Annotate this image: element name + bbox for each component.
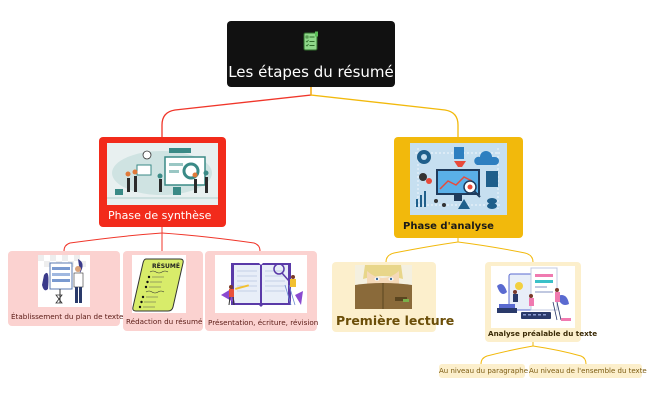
subtopic-presentation-ecriture[interactable]: Présentation, écriture, révision (205, 251, 319, 331)
planning-board-illustration (38, 255, 90, 307)
subtopic-label: Établissement du plan de texte (11, 312, 124, 321)
subtopic-label: Première lecture (336, 313, 455, 328)
subtopic-analyse-prealable[interactable]: Analyse préalable du texte (485, 262, 597, 342)
root-topic[interactable]: Les étapes du résumé (227, 21, 395, 87)
topic-phase-synthese[interactable]: Phase de synthèse (99, 137, 226, 227)
data-analysis-illustration (410, 143, 507, 215)
subtopic-premiere-lecture[interactable]: Première lecture (332, 262, 454, 332)
topic-label: Phase d'analyse (403, 221, 494, 232)
open-book-illustration (215, 255, 307, 313)
subtopic-label: Présentation, écriture, révision (208, 318, 319, 327)
leaf-niveau-ensemble-texte[interactable]: Au niveau de l'ensemble du texte (529, 364, 647, 378)
topic-phase-analyse[interactable]: Phase d'analyse (394, 137, 523, 238)
subtopic-redaction-resume[interactable]: RÉSUMÉ Rédaction du résumé (123, 251, 203, 331)
leaf-niveau-paragraphe[interactable]: Au niveau du paragraphe (439, 364, 528, 378)
subtopic-label: Analyse préalable du texte (488, 329, 598, 338)
reading-boy-illustration (355, 265, 412, 309)
topic-label: Phase de synthèse (108, 209, 212, 222)
svg-text:RÉSUMÉ: RÉSUMÉ (152, 262, 180, 270)
subtopic-etablissement-plan[interactable]: Établissement du plan de texte (8, 251, 124, 326)
subtopic-label: Rédaction du résumé (126, 317, 203, 326)
resume-paper-illustration: RÉSUMÉ (132, 255, 186, 313)
checklist-scroll-icon (303, 31, 318, 51)
root-title: Les étapes du résumé (228, 63, 394, 81)
team-presentation-illustration (107, 143, 218, 205)
text-analysis-illustration (491, 266, 575, 328)
